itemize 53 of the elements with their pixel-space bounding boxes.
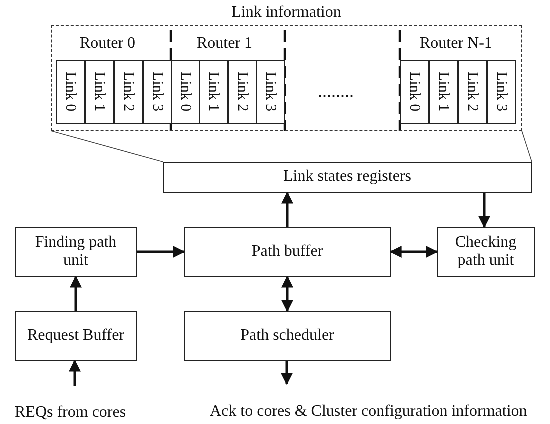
box-label: Request Buffer [27,326,124,346]
cell-label: Link 3 [494,72,508,112]
process-box [15,227,137,277]
arrow [69,360,81,386]
link-cell [142,60,172,124]
box-label: Finding path unit [34,234,118,270]
arrow [282,192,294,227]
router-label: Router 0 [80,36,136,52]
link-cell [458,60,486,124]
link-cell [256,60,284,124]
arrow [478,193,490,228]
cell-label: Link 0 [62,72,78,112]
cell-label: Link 1 [206,72,220,112]
cell-label: Link 1 [436,72,450,112]
process-box [184,311,391,361]
box-label: Path buffer [252,242,324,262]
link-cell [400,60,428,124]
register-box [163,162,532,193]
cell-label: Link 3 [262,72,278,112]
cell-label: Link 1 [92,72,106,112]
io-label: Ack to cores & Cluster configuration information [210,404,528,420]
link-cell [428,60,458,124]
zoom-line [50,130,164,162]
ellipsis-text: ........ [318,82,354,100]
cell-label: Link 3 [150,72,164,112]
process-box [437,227,535,277]
cell-label: Link 0 [406,72,422,112]
arrow [137,246,186,258]
link-cell [198,60,228,124]
panel-title: Link information [230,4,342,22]
router-label: Router 1 [197,36,253,52]
link-cell [114,60,142,124]
box-label: Path scheduler [240,326,334,346]
process-box [15,311,137,361]
zoom-line [522,130,532,162]
arrow [282,276,294,312]
router-label: Router N-1 [420,36,492,52]
link-cell [228,60,256,124]
link-cell [170,60,200,124]
arrow [281,361,293,386]
arrow [70,276,82,311]
box-label: Link states registers [284,168,412,187]
box-label: Checking path unit [454,234,518,270]
link-cell [84,60,114,124]
link-cell [56,60,84,124]
link-cell [486,60,516,124]
arrow [390,246,438,258]
cell-label: Link 2 [234,72,250,112]
process-box [184,227,391,277]
cell-label: Link 2 [120,72,136,112]
io-label: REQs from cores [15,405,126,421]
cell-label: Link 2 [464,72,480,112]
cell-label: Link 0 [178,72,192,112]
